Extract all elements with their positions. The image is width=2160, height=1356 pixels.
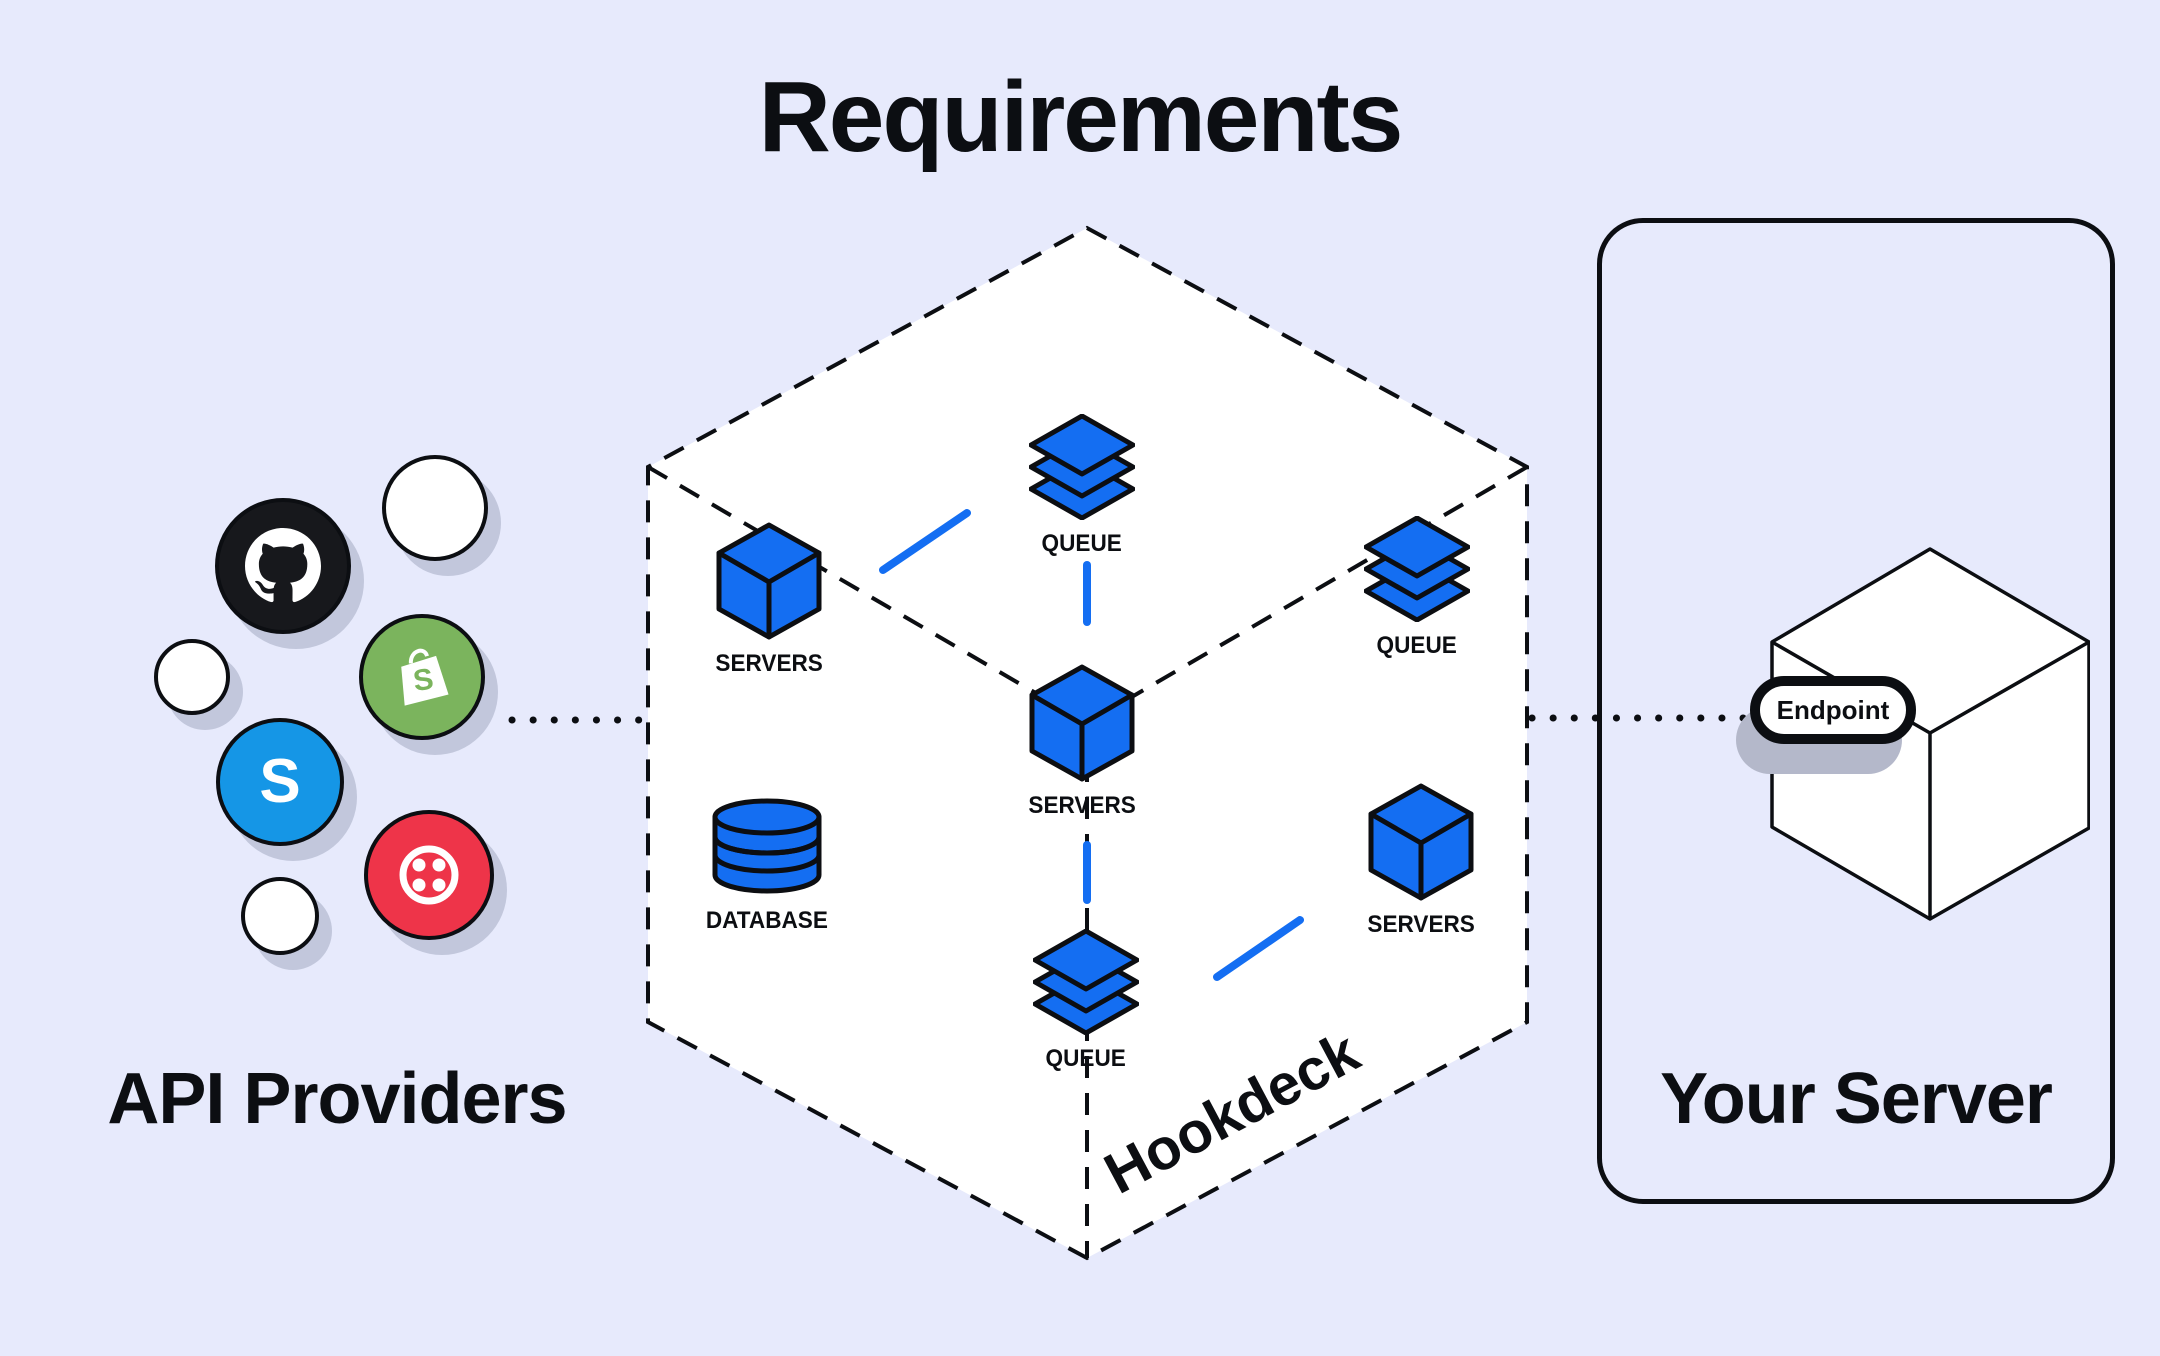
your-server-label: Your Server: [1660, 1059, 2053, 1139]
node-servers-left: SERVERS: [689, 522, 849, 678]
svg-text:S: S: [411, 663, 435, 698]
blue-link-queue-bottom-servers-right: [1213, 916, 1304, 981]
provider-bubble-blank-1: [382, 455, 488, 561]
queue-stack-icon: [1029, 414, 1135, 520]
your-server-cube-icon: [1770, 547, 2090, 921]
blue-link-servers-left-queue-top: [879, 509, 971, 574]
shopify-bag-icon: S: [401, 648, 449, 706]
node-label: DATABASE: [706, 907, 828, 934]
node-queue-bottom: QUEUE: [1006, 929, 1166, 1073]
node-label: SERVERS: [1367, 911, 1475, 938]
provider-bubble-twilio: [364, 810, 494, 940]
provider-bubble-blank-3: [241, 877, 319, 955]
node-servers-center: SERVERS: [1002, 664, 1162, 820]
endpoint-label: Endpoint: [1776, 694, 1890, 725]
provider-bubble-stripe: S: [216, 718, 344, 846]
node-label: QUEUE: [1045, 1045, 1127, 1072]
provider-bubble-shopify: S: [359, 614, 485, 740]
node-label: QUEUE: [1041, 530, 1123, 557]
node-queue-right: QUEUE: [1337, 516, 1497, 660]
server-cube-icon: [716, 522, 822, 640]
node-label: QUEUE: [1376, 632, 1458, 659]
page-title: Requirements: [758, 61, 1404, 173]
server-cube-icon: [1029, 664, 1135, 782]
server-cube-icon: [1368, 783, 1474, 901]
github-icon: [245, 528, 321, 603]
node-label: SERVERS: [1028, 792, 1136, 819]
queue-stack-icon: [1033, 929, 1139, 1035]
stripe-s-icon: S: [259, 747, 301, 816]
provider-bubble-blank-2: [154, 639, 230, 715]
queue-stack-icon: [1364, 516, 1470, 622]
node-queue-top: QUEUE: [1002, 414, 1162, 558]
api-providers-label: API Providers: [107, 1059, 567, 1139]
node-label: SERVERS: [715, 650, 823, 677]
database-cylinder-icon: [712, 798, 822, 894]
node-servers-right: SERVERS: [1341, 783, 1501, 939]
provider-bubble-github: [215, 498, 351, 634]
endpoint-badge: Endpoint: [1750, 676, 1916, 744]
node-database: DATABASE: [687, 797, 847, 935]
twilio-ring-icon: [399, 845, 459, 905]
your-server-panel: [1597, 218, 2115, 1204]
